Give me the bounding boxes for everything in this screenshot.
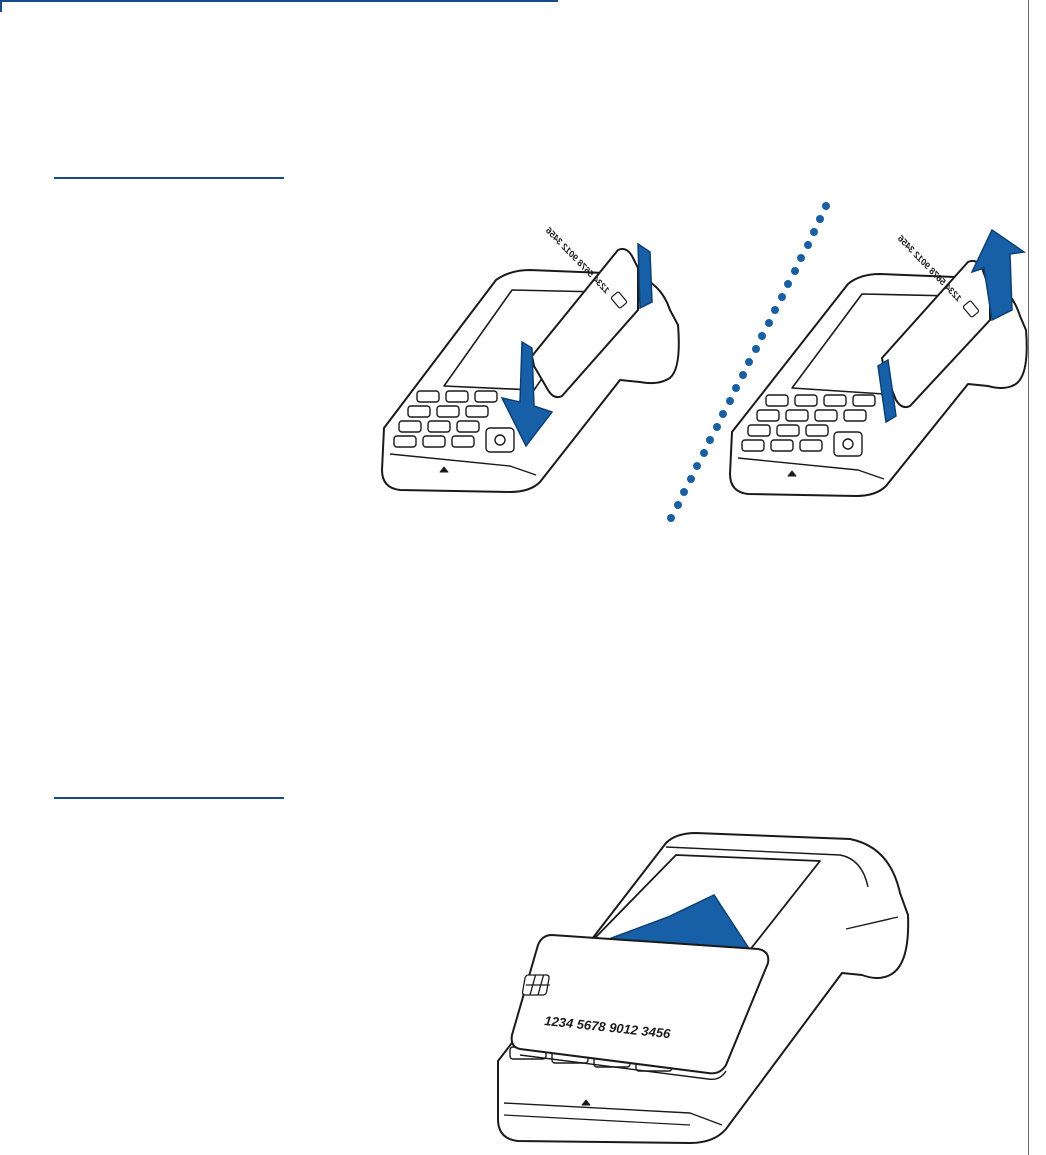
right-margin-rule <box>1028 0 1029 1155</box>
figure-card-insert: 1234 5678 9012 3456 <box>490 825 915 1150</box>
chip-icon <box>522 975 552 995</box>
section-rule-bottom <box>54 797 284 799</box>
figure-card-swipe: 1234 5678 9012 3456 <box>370 190 1030 535</box>
header-left-marker <box>0 0 2 12</box>
header-rule <box>0 0 558 2</box>
section-rule-top <box>54 177 284 179</box>
